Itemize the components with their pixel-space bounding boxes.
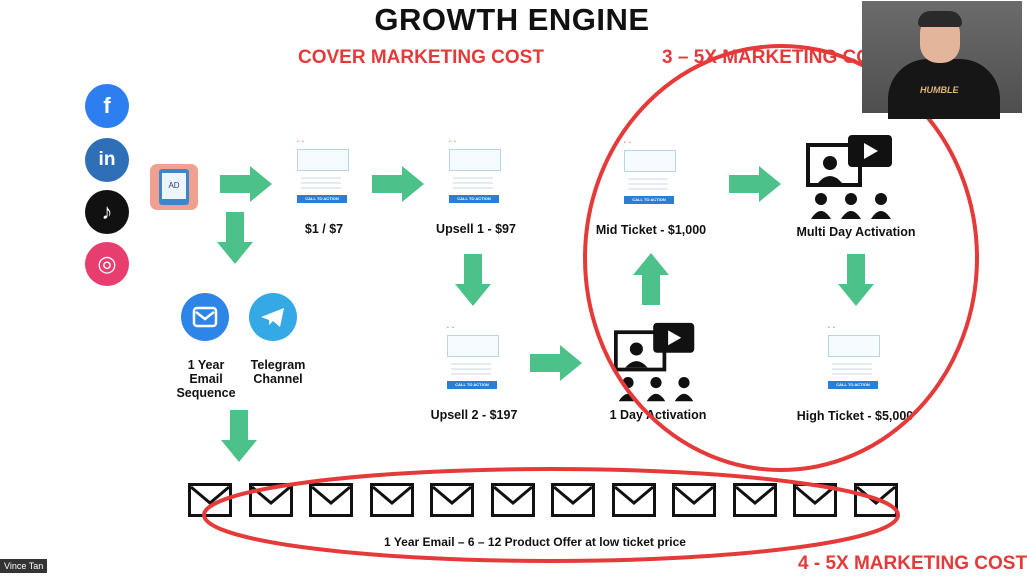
email-envelope-icon (853, 483, 898, 517)
tripwire-price-label: $1 / $7 (304, 222, 344, 236)
upsell1-page-thumbnail: • • CALL TO ACTION (449, 139, 503, 209)
presenter-name-tag: Vince Tan (0, 559, 48, 573)
email-envelope-icon (732, 483, 777, 517)
email-envelope-icon (188, 483, 232, 517)
arrow-ad-to-tripwire (220, 166, 272, 202)
arrow-upsell2-to-oneday (530, 345, 582, 381)
email-envelope-icon (490, 483, 535, 517)
tiktok-icon: ♪ (85, 190, 129, 234)
arrow-upsell1-to-upsell2 (455, 254, 491, 306)
tripwire-page-thumbnail: • • CALL TO ACTION (297, 139, 351, 209)
cover-marketing-cost-heading: COVER MARKETING COST (298, 47, 544, 68)
facebook-icon: f (85, 84, 129, 128)
arrow-oneday-to-mid (633, 253, 669, 305)
presenter-webcam: HUMBLE (862, 1, 1022, 119)
arrow-mid-to-multiday (729, 166, 781, 202)
email-icon (181, 293, 229, 341)
email-envelope-icon (793, 483, 837, 517)
upsell2-page-thumbnail: • • CALL TO ACTION (447, 325, 501, 395)
telegram-icon (249, 293, 297, 341)
upsell2-label: Upsell 2 - $197 (430, 408, 518, 422)
email-envelope-icon (369, 483, 414, 517)
instagram-icon: ◎ (85, 242, 129, 286)
arrow-multiday-to-high (838, 254, 874, 306)
email-offer-caption: 1 Year Email – 6 – 12 Product Offer at l… (384, 535, 686, 549)
email-envelope-icon (309, 483, 353, 517)
linkedin-icon: in (85, 138, 129, 182)
email-envelope-icon (551, 483, 595, 517)
email-sequence-label: 1 Year Email Sequence (176, 358, 236, 400)
page-title: GROWTH ENGINE (374, 2, 650, 37)
telegram-channel-label: Telegram Channel (250, 358, 306, 386)
arrow-tripwire-to-upsell1 (372, 166, 424, 202)
upsell1-label: Upsell 1 - $97 (436, 222, 516, 236)
email-envelope-icon (430, 483, 474, 517)
ad-tablet-icon: AD (150, 164, 198, 210)
email-envelope-icon (248, 483, 293, 517)
email-envelope-icon (611, 483, 656, 517)
email-envelope-icon (672, 483, 716, 517)
arrow-ad-to-followup (217, 212, 253, 264)
arrow-followup-to-emails (221, 410, 257, 462)
